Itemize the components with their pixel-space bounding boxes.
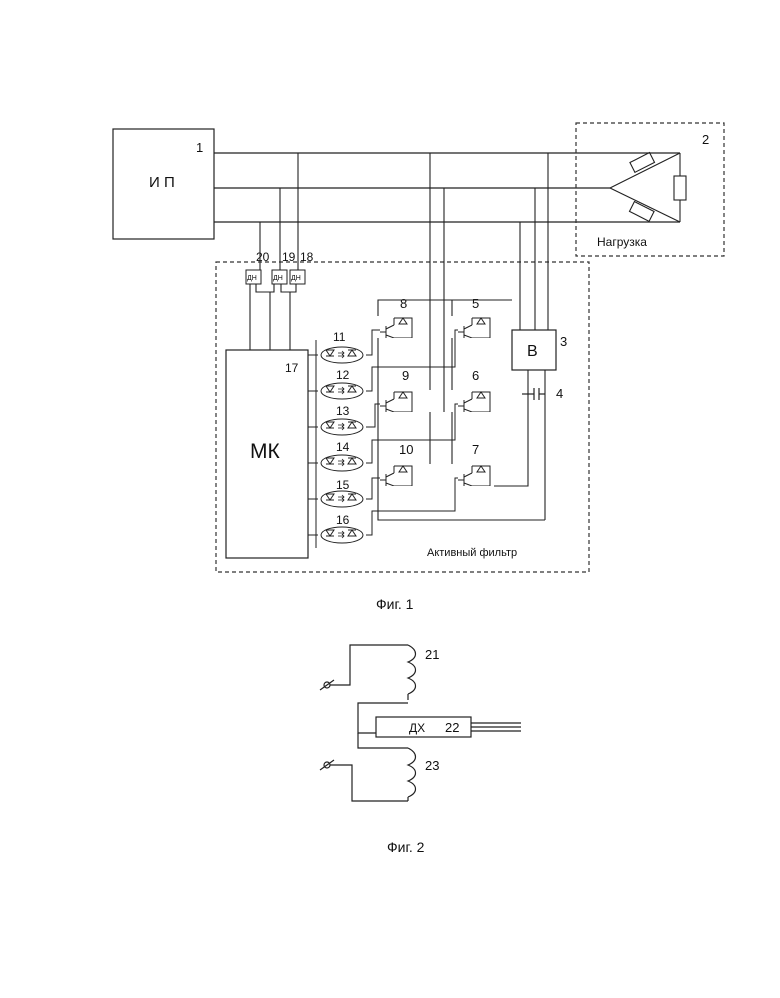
switch-number-10: 10	[399, 442, 413, 457]
hall-sensor-number: 22	[445, 720, 459, 735]
optocoupler-number-12: 12	[336, 368, 350, 382]
microcontroller-number: 17	[285, 361, 299, 375]
hall-sensor-label: ДХ	[409, 721, 425, 735]
terminal-symbols	[320, 680, 334, 770]
optocoupler-number-14: 14	[336, 440, 350, 454]
switch-number-6: 6	[472, 368, 479, 383]
figure2-caption: Фиг. 2	[387, 839, 425, 855]
voltage-sensor-label-20: ДН	[247, 275, 257, 282]
voltage-sensor-label-18: ДН	[291, 275, 301, 282]
figure1-caption: Фиг. 1	[376, 596, 414, 612]
optocoupler-number-11: 11	[333, 330, 346, 344]
voltage-sensor-number-19: 19	[282, 250, 296, 264]
switch-number-7: 7	[472, 442, 479, 457]
optocoupler-number-16: 16	[336, 513, 350, 527]
igbt-switches	[380, 318, 490, 486]
power-source-number: 1	[196, 140, 203, 155]
control-wires	[308, 330, 458, 548]
load-number: 2	[702, 132, 709, 147]
load-resistors	[610, 153, 686, 222]
microcontroller-label: МК	[250, 440, 280, 463]
rectifier-number: 3	[560, 334, 567, 349]
switch-number-5: 5	[472, 296, 479, 311]
optocoupler-number-13: 13	[336, 404, 350, 418]
voltage-sensor-number-20: 20	[256, 250, 270, 264]
voltage-sensor-number-18: 18	[300, 250, 314, 264]
switch-number-8: 8	[400, 296, 407, 311]
capacitor-symbol	[522, 388, 545, 400]
power-source-label: И П	[149, 174, 175, 191]
switch-number-9: 9	[402, 368, 409, 383]
active-filter-label: Активный фильтр	[427, 547, 517, 559]
winding-bottom-number: 23	[425, 758, 439, 773]
optocoupler-number-15: 15	[336, 478, 350, 492]
figure2-wiring	[330, 645, 521, 801]
load-label: Нагрузка	[597, 235, 647, 249]
capacitor-number: 4	[556, 386, 563, 401]
voltage-sensor-label-19: ДН	[273, 275, 283, 282]
winding-top-number: 21	[425, 647, 439, 662]
rectifier-label: В	[527, 343, 538, 360]
